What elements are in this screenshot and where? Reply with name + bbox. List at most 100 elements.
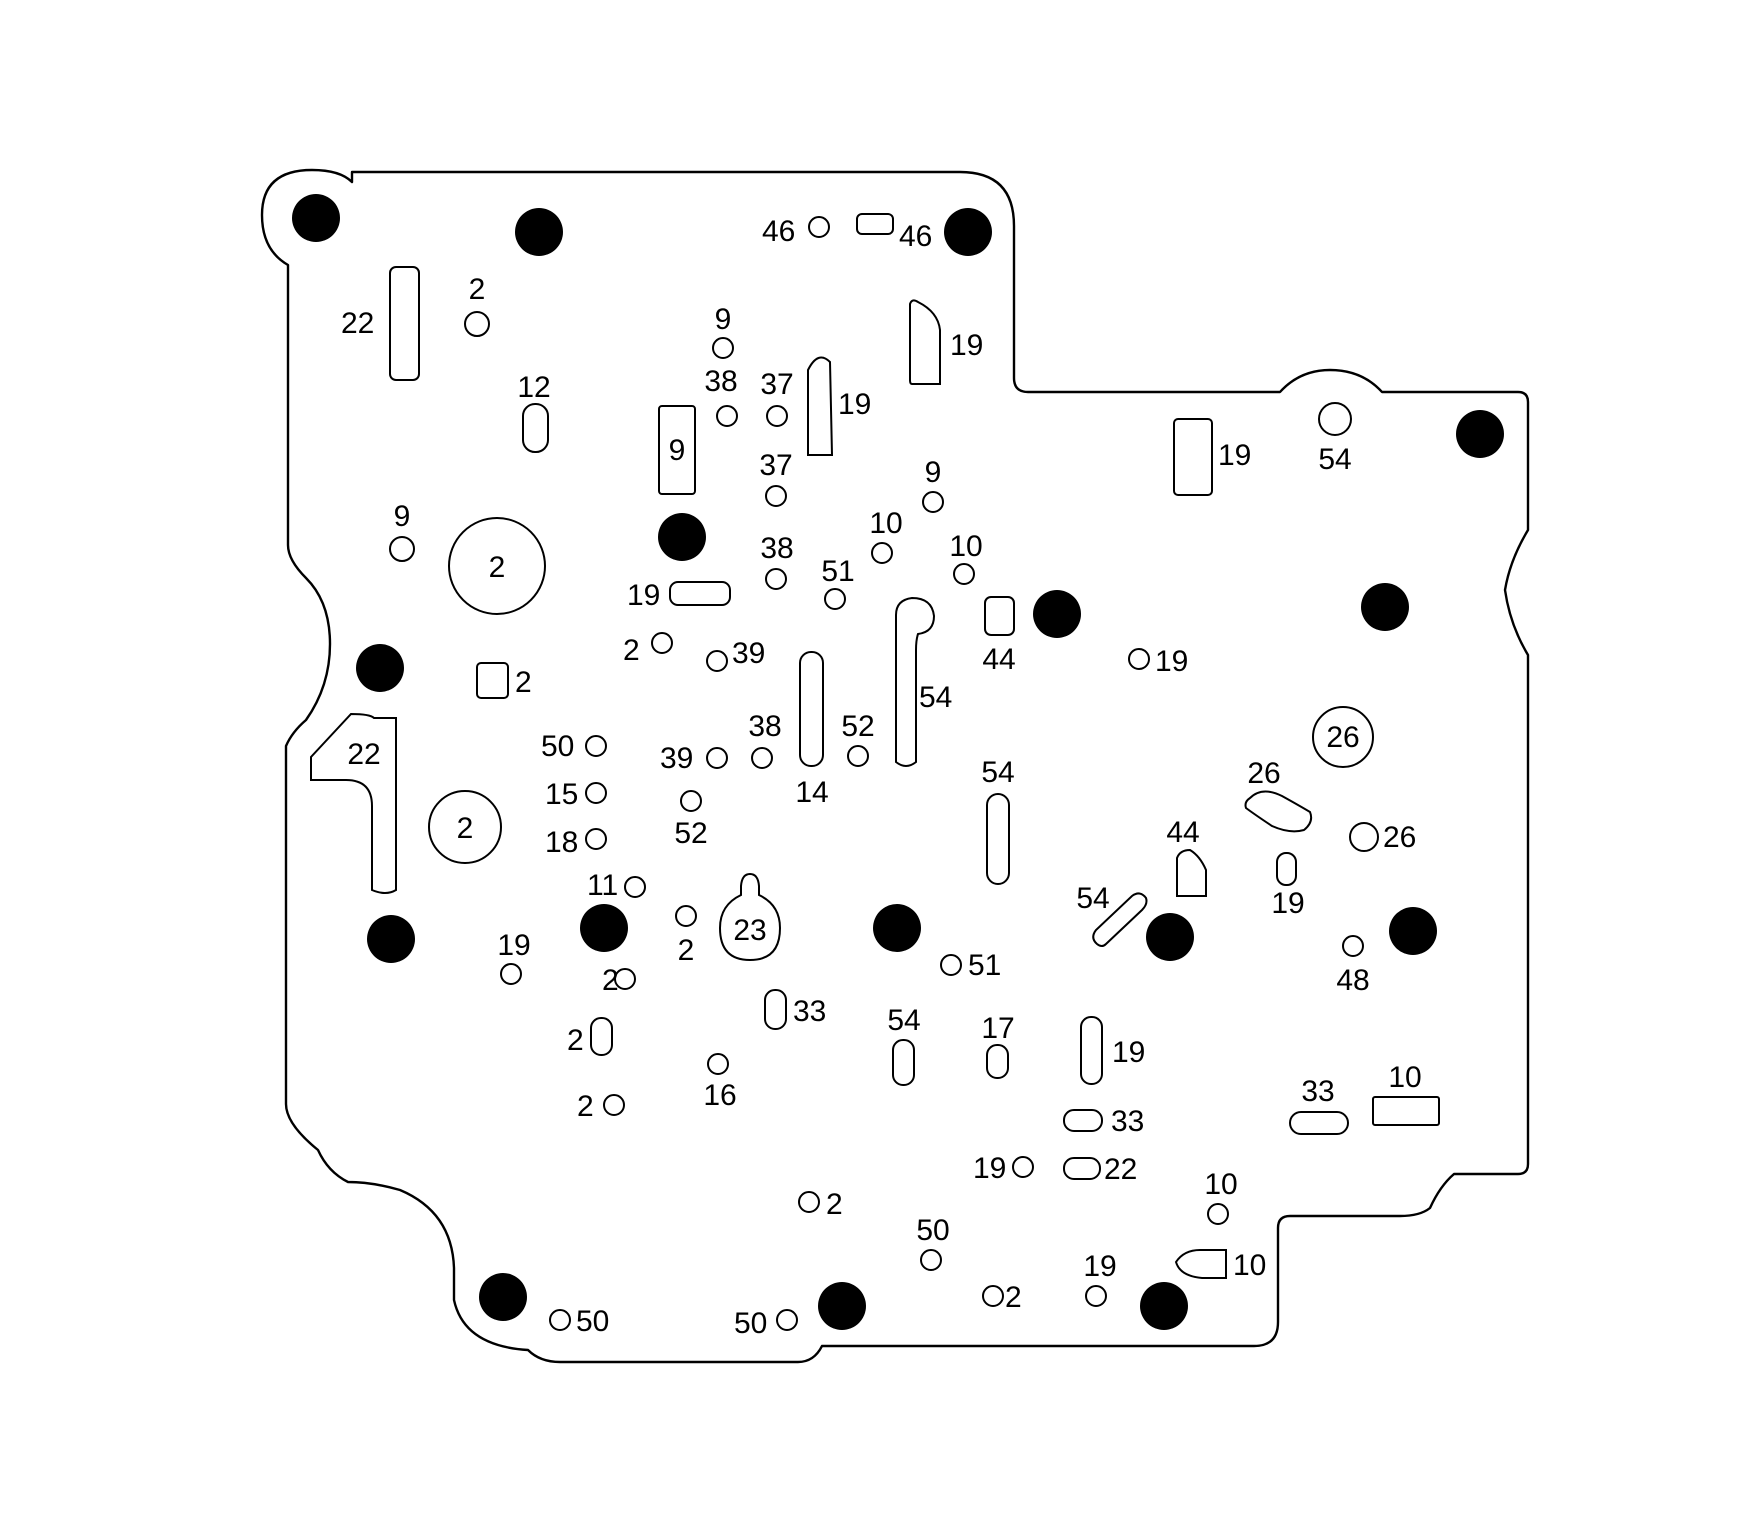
- passage-label: 38: [760, 532, 793, 565]
- passage-label: 52: [674, 817, 707, 850]
- bolt-hole: [356, 644, 404, 692]
- passage-label: 12: [517, 371, 550, 404]
- slot-hole: [1173, 418, 1213, 496]
- passage-label: 2: [623, 634, 640, 667]
- slot-hole: [522, 403, 549, 453]
- slot-hole: [892, 1039, 915, 1086]
- passage-label: 33: [1111, 1105, 1144, 1138]
- slot-hole: [1276, 852, 1297, 886]
- round-hole: [940, 954, 962, 976]
- slot-hole: [658, 405, 696, 495]
- round-hole: [982, 1285, 1004, 1307]
- round-hole: [500, 963, 522, 985]
- passage-label: 17: [981, 1012, 1014, 1045]
- slot-hole: [799, 651, 824, 767]
- bolt-hole: [1140, 1282, 1188, 1330]
- passage-label: 2: [489, 551, 506, 584]
- slot-hole: [984, 596, 1015, 636]
- passage-label: 38: [704, 365, 737, 398]
- bolt-hole: [873, 904, 921, 952]
- round-hole: [1012, 1156, 1034, 1178]
- bolt-hole: [818, 1282, 866, 1330]
- round-hole: [707, 1053, 729, 1075]
- passage-label: 18: [545, 826, 578, 859]
- round-hole: [922, 491, 944, 513]
- passage-label: 51: [821, 555, 854, 588]
- round-hole: [920, 1249, 942, 1271]
- bolt-hole: [580, 904, 628, 952]
- plate-outline: [260, 168, 1530, 1364]
- passage-label: 33: [793, 995, 826, 1028]
- passage-label: 2: [826, 1188, 843, 1221]
- round-hole: [675, 905, 697, 927]
- slot-hole: [1080, 1016, 1103, 1085]
- round-hole: [706, 650, 728, 672]
- slot-hole: [1176, 848, 1207, 897]
- passage-label: 37: [760, 368, 793, 401]
- passage-label: 2: [567, 1024, 584, 1057]
- passage-label: 10: [1233, 1249, 1266, 1282]
- slot-hole: [310, 712, 397, 894]
- slot-hole: [1289, 1111, 1349, 1135]
- passage-label: 50: [541, 730, 574, 763]
- slot-hole: [1372, 1096, 1440, 1126]
- passage-label: 39: [660, 742, 693, 775]
- slot-hole: [1063, 1157, 1101, 1180]
- passage-label: 50: [734, 1307, 767, 1340]
- passage-label: 44: [982, 643, 1015, 676]
- round-hole: [847, 745, 869, 767]
- passage-label: 10: [1388, 1061, 1421, 1094]
- round-hole: [766, 405, 788, 427]
- bolt-hole: [479, 1273, 527, 1321]
- passage-label: 48: [1336, 964, 1369, 997]
- slot-hole: [389, 266, 420, 381]
- slot-hole: [1174, 1249, 1227, 1279]
- bolt-hole: [1456, 410, 1504, 458]
- bolt-hole: [1389, 907, 1437, 955]
- round-hole: [1128, 648, 1150, 670]
- passage-label: 52: [841, 710, 874, 743]
- passage-label: 9: [715, 303, 732, 336]
- passage-label: 2: [602, 964, 619, 997]
- large-hole: [428, 790, 502, 864]
- passages: [310, 213, 1440, 1331]
- bolt-hole: [292, 194, 340, 242]
- slot-hole: [856, 213, 894, 235]
- passage-label: 10: [949, 530, 982, 563]
- round-hole: [706, 747, 728, 769]
- passage-label: 22: [341, 307, 374, 340]
- passage-label: 9: [925, 456, 942, 489]
- passage-label: 19: [1218, 439, 1251, 472]
- round-hole: [712, 337, 734, 359]
- passage-label: 51: [968, 949, 1001, 982]
- keyhole: [718, 872, 782, 962]
- round-hole: [1349, 822, 1379, 852]
- passage-label: 26: [1247, 757, 1280, 790]
- bolt-hole: [1146, 913, 1194, 961]
- round-hole: [680, 790, 702, 812]
- bolt-hole: [515, 208, 563, 256]
- round-hole: [1085, 1285, 1107, 1307]
- passage-label: 2: [469, 273, 486, 306]
- passage-label: 19: [1083, 1250, 1116, 1283]
- bolt-hole: [1361, 583, 1409, 631]
- round-hole: [614, 968, 636, 990]
- passage-label: 54: [981, 756, 1014, 789]
- passage-label: 19: [973, 1152, 1006, 1185]
- round-hole: [798, 1191, 820, 1213]
- round-hole: [808, 216, 830, 238]
- passage-label: 50: [916, 1214, 949, 1247]
- slot-hole: [909, 299, 941, 385]
- slot-hole: [1063, 1109, 1103, 1132]
- passage-label: 19: [1112, 1036, 1145, 1069]
- passage-label: 22: [1104, 1153, 1137, 1186]
- passage-label: 23: [733, 914, 766, 947]
- round-hole: [549, 1309, 571, 1331]
- slot-hole: [764, 989, 787, 1030]
- passage-label: 10: [869, 507, 902, 540]
- passage-label: 19: [950, 329, 983, 362]
- round-hole: [716, 405, 738, 427]
- round-hole: [1207, 1203, 1229, 1225]
- passage-label: 15: [545, 778, 578, 811]
- round-hole: [871, 542, 893, 564]
